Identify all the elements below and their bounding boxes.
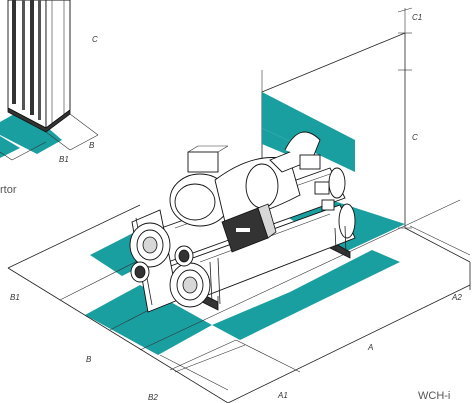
panel-clearance-zone-side xyxy=(0,136,20,158)
panel-clearance-zone xyxy=(0,108,62,154)
label-c: C xyxy=(412,133,418,142)
label-b2: B2 xyxy=(148,393,158,402)
starter-cabinet xyxy=(0,0,99,161)
terminal-box xyxy=(187,151,219,173)
label-b1: B1 xyxy=(10,293,20,302)
label-c1: C1 xyxy=(412,13,422,22)
label-a2: A2 xyxy=(451,293,462,302)
floor-outline xyxy=(7,199,471,403)
partial-caption: rtor xyxy=(0,184,17,196)
model-caption: WCH-i xyxy=(418,390,450,402)
label-b-panel: B xyxy=(89,141,95,150)
label-b: B xyxy=(86,355,92,364)
cabinet-door-shade-1 xyxy=(12,0,16,104)
label-a1: A1 xyxy=(277,391,288,400)
floor-zone-front-left xyxy=(85,285,212,355)
chiller-unit xyxy=(129,131,356,313)
control-panel-label xyxy=(236,228,250,232)
wall-clearance-zone xyxy=(262,92,355,172)
label-c-panel: C xyxy=(92,35,98,44)
floor-zone-front-right xyxy=(212,250,400,340)
label-b1-panel: B1 xyxy=(59,155,69,164)
label-a: A xyxy=(367,343,373,352)
